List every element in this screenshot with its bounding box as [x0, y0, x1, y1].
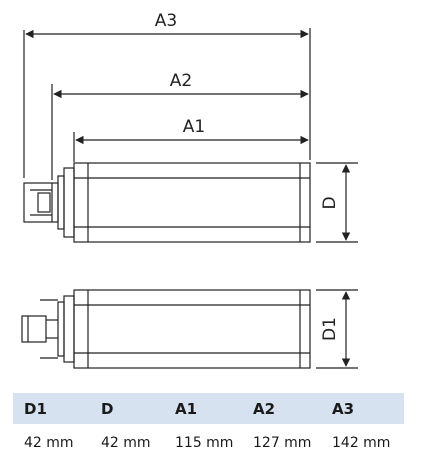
- spec-table-header: D1 D A1 A2 A3: [13, 393, 404, 424]
- lamp-side-view: [21, 289, 311, 369]
- dimension-label-d1: D1: [320, 317, 340, 341]
- dimension-label-a3: A3: [155, 11, 177, 31]
- value-d: 42 mm: [101, 435, 151, 451]
- value-d1: 42 mm: [24, 435, 74, 451]
- spec-table-values: 42 mm 42 mm 115 mm 127 mm 142 mm: [13, 432, 404, 454]
- dimension-label-d: D: [320, 196, 340, 209]
- dimension-label-a1: A1: [183, 117, 205, 137]
- header-a1: A1: [175, 399, 198, 418]
- value-a3: 142 mm: [332, 435, 391, 451]
- lamp-dimension-drawing: A3 A2 A1 D D1: [21, 11, 358, 369]
- header-d1: D1: [24, 399, 47, 418]
- value-a2: 127 mm: [253, 435, 312, 451]
- header-d: D: [101, 399, 114, 418]
- header-a3: A3: [332, 399, 355, 418]
- dimension-label-a2: A2: [170, 71, 192, 91]
- header-a2: A2: [253, 399, 276, 418]
- value-a1: 115 mm: [175, 435, 234, 451]
- lamp-top-view: [23, 162, 311, 243]
